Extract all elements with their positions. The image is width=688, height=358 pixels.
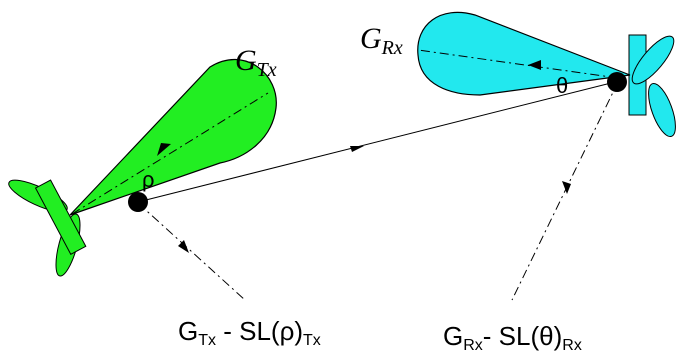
rx-propeller-icon	[628, 34, 676, 138]
tx-beam-axis	[71, 92, 269, 215]
link-line	[137, 81, 616, 203]
tx-node	[128, 192, 148, 212]
tx-sidelobe-line	[137, 202, 246, 301]
theta-label: θ	[556, 73, 568, 98]
rx-axis-arrow	[528, 60, 541, 70]
gtx-label: GTx	[235, 44, 277, 81]
rx-beam-axis	[417, 49, 619, 79]
link-arrow	[350, 146, 364, 152]
grx-label: GRx	[360, 22, 403, 59]
tx-propeller-icon	[8, 179, 87, 277]
tx-sidelobe-arrow	[178, 240, 189, 253]
tx-beam-lobe	[69, 59, 277, 216]
rx-beam-lobe	[417, 11, 631, 96]
tx-sidelobe-caption: GTx - SL(ρ)Tx	[178, 316, 321, 349]
rx-sidelobe-line	[511, 81, 619, 301]
rx-node	[607, 72, 627, 92]
rho-label: ρ	[142, 167, 155, 192]
tx-axis-arrow	[157, 143, 171, 156]
rx-sidelobe-arrow	[562, 181, 571, 194]
rx-sidelobe-caption: GRx- SL(θ)Rx	[443, 321, 582, 354]
